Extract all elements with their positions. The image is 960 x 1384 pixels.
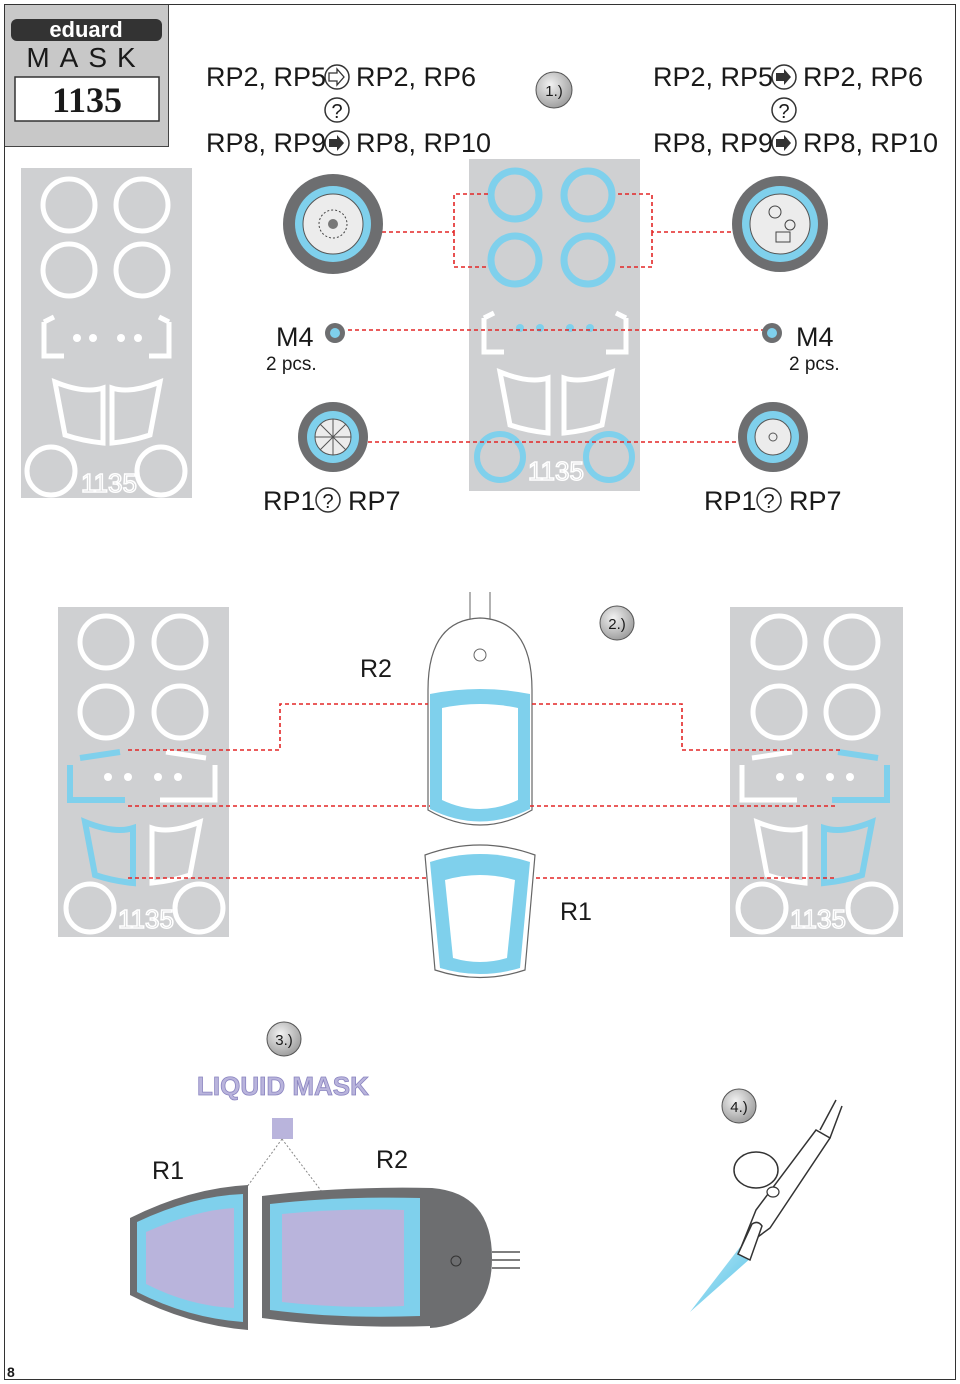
canopy-front-drawing: [427, 592, 533, 826]
step-2-badge: 2.): [599, 605, 635, 641]
airbrush-icon: [690, 1099, 843, 1312]
question-circle-icon: ?: [756, 487, 782, 513]
arrow-circle-icon: [771, 64, 797, 90]
wheel-right-large: [732, 176, 828, 272]
question-circle-icon: ?: [315, 487, 341, 513]
step-3-badge: 3.): [266, 1021, 302, 1057]
step2-r2-label: R2: [360, 655, 392, 683]
arrow-circle-icon: [324, 64, 350, 90]
step1-left-line2-a: RP8, RP9: [206, 128, 327, 158]
svg-text:1135: 1135: [118, 904, 174, 934]
mask-sheet-center: 1135: [469, 159, 640, 491]
logo-product: MASK: [26, 42, 145, 73]
step1-right-line1-a: RP2, RP5: [653, 62, 774, 92]
m4-hub-right: [762, 323, 782, 343]
connector-lines-step1: [348, 193, 780, 443]
page-number: 8: [7, 1364, 15, 1380]
svg-text:1135: 1135: [528, 456, 584, 486]
svg-text:4.): 4.): [730, 1099, 748, 1116]
liquid-mask-label: LIQUID MASK: [197, 1071, 369, 1101]
liquid-mask-swatch: [272, 1118, 293, 1139]
logo-brand: eduard: [49, 17, 122, 42]
step1-right-line1-b: RP2, RP6: [803, 62, 924, 92]
arrow-circle-icon: [771, 130, 797, 156]
eduard-logo: eduard MASK 1135: [11, 17, 162, 122]
eduard-logo-box: eduard MASK 1135: [5, 5, 169, 147]
rp-left-b: RP7: [348, 486, 401, 516]
m4-count-left: 2 pcs.: [266, 354, 317, 375]
step-1-badge: 1.): [535, 71, 573, 109]
step1-left-line1-a: RP2, RP5: [206, 62, 327, 92]
step1-left-line2-b: RP8, RP10: [356, 128, 492, 158]
logo-number: 1135: [52, 80, 122, 120]
rp-right-b: RP7: [789, 486, 842, 516]
svg-text:1135: 1135: [81, 468, 137, 498]
mask-sheet-step2-right: 1135: [730, 607, 903, 937]
mask-sheet-left: 1135: [21, 168, 192, 499]
svg-text:?: ?: [331, 101, 342, 123]
m4-label-right: M4: [796, 322, 834, 352]
step3-r1-label: R1: [152, 1157, 184, 1185]
canopy-side-front: [262, 1187, 520, 1328]
m4-hub-left: [325, 323, 345, 343]
mask-sheet-step2-left: 1135: [58, 607, 229, 937]
svg-text:1135: 1135: [790, 904, 846, 934]
svg-text:1.): 1.): [545, 83, 563, 100]
m4-label-left: M4: [276, 322, 314, 352]
wheel-left-large: [283, 174, 383, 274]
page-frame: [4, 4, 956, 1380]
step1-right-line2-a: RP8, RP9: [653, 128, 774, 158]
svg-text:?: ?: [322, 491, 333, 513]
svg-text:?: ?: [778, 101, 789, 123]
step2-r1-label: R1: [560, 898, 592, 926]
step3-r2-label: R2: [376, 1146, 408, 1174]
wheel-right-small: [738, 402, 808, 472]
question-circle-icon: ?: [771, 97, 797, 123]
question-circle-icon: ?: [324, 97, 350, 123]
rp-left-a: RP1: [263, 486, 316, 516]
step1-right-line2-b: RP8, RP10: [803, 128, 939, 158]
m4-count-right: 2 pcs.: [789, 354, 840, 375]
svg-text:?: ?: [763, 491, 774, 513]
connector-lines-step2: [128, 703, 842, 879]
step-4-badge: 4.): [721, 1088, 757, 1124]
svg-text:3.): 3.): [275, 1032, 293, 1049]
arrow-circle-icon: [324, 130, 350, 156]
canopy-rear-drawing: [424, 844, 536, 979]
rp-right-a: RP1: [704, 486, 757, 516]
canopy-side-rear: [130, 1185, 248, 1330]
svg-text:2.): 2.): [608, 616, 626, 633]
step1-left-line1-b: RP2, RP6: [356, 62, 477, 92]
wheel-left-small: [298, 402, 368, 472]
